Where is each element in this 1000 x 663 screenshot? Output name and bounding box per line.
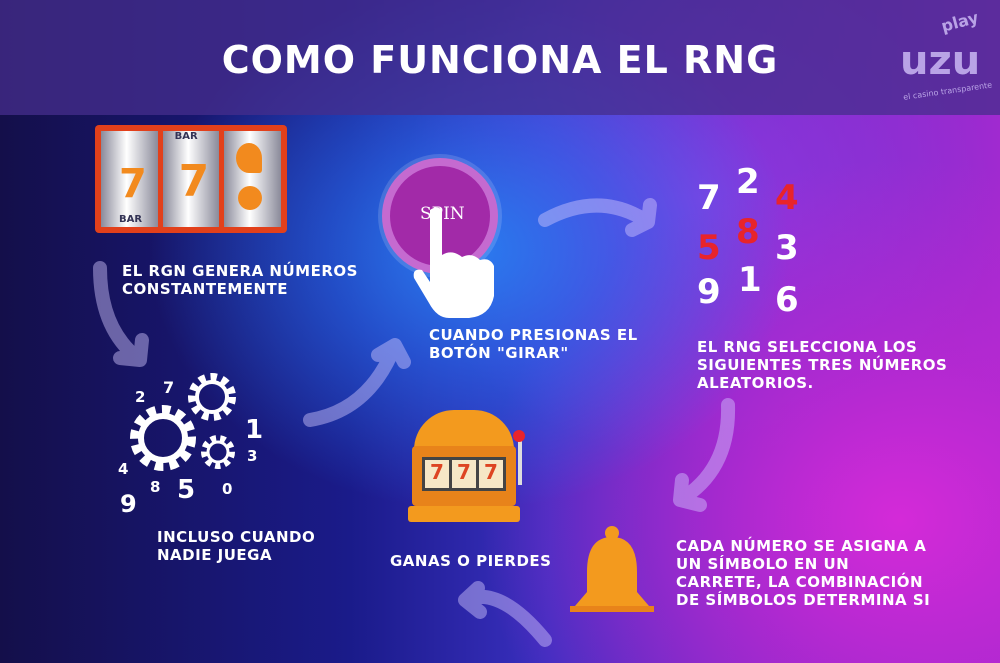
- step-spin-text: CUANDO PRESIONAS EL BOTÓN "GIRAR": [429, 326, 638, 362]
- svg-text:uzu: uzu: [900, 38, 980, 84]
- playuzu-logo: play uzu el casino transparente: [895, 8, 995, 102]
- gear-number: 7: [163, 378, 175, 397]
- arrow-up-right: [303, 338, 411, 427]
- gear-number: 8: [150, 478, 161, 496]
- slot-reel: 7: [452, 460, 476, 488]
- step-select-text: EL RNG SELECCIONA LOS SIGUIENTES TRES NÚ…: [697, 338, 948, 392]
- grid-number: 6: [775, 280, 799, 320]
- arrow-down-right: [673, 398, 736, 512]
- grid-number: 1: [738, 260, 762, 300]
- gear-number: 0: [222, 480, 233, 498]
- gear-number: 5: [177, 475, 196, 505]
- grid-number: 5: [697, 228, 721, 268]
- grid-number: 2: [736, 162, 760, 202]
- step-generate-text: EL RGN GENERA NÚMEROS CONSTANTEMENTE: [122, 262, 358, 298]
- slot-reel: 7: [425, 460, 449, 488]
- gear-number: 4: [118, 460, 129, 478]
- gear-number: 3: [247, 447, 258, 465]
- arrow-down-left: [93, 261, 149, 367]
- reel-bar-label: BAR: [174, 131, 198, 142]
- grid-number: 3: [775, 228, 799, 268]
- step-idle-text: INCLUSO CUANDO NADIE JUEGA: [157, 528, 316, 564]
- slot-machine-icon: 7 7 7: [408, 410, 525, 525]
- reel-bar-label: BAR: [119, 214, 143, 225]
- grid-number: 4: [775, 178, 799, 218]
- gear-number: 9: [120, 490, 137, 518]
- gear-number: 1: [245, 415, 264, 445]
- gears-icon: [130, 373, 236, 471]
- gear-number: 2: [135, 388, 146, 406]
- slot-reel: 7: [479, 460, 503, 488]
- step-assign-text: CADA NÚMERO SE ASIGNA A UN SÍMBOLO EN UN…: [676, 537, 931, 609]
- grid-number: 9: [697, 272, 721, 312]
- slot-reels-image: 7 BAR BAR 7: [95, 125, 287, 233]
- page-title: COMO FUNCIONA EL RNG: [221, 38, 779, 82]
- header-band: [0, 0, 1000, 115]
- step-result-text: GANAS O PIERDES: [390, 552, 552, 570]
- hand-pointer-icon: [413, 207, 494, 318]
- bell-icon: [570, 526, 654, 612]
- arrow-right-top: [538, 198, 657, 237]
- arrow-left-bottom: [458, 581, 552, 647]
- grid-number: 7: [697, 178, 721, 218]
- grid-number: 8: [736, 212, 760, 252]
